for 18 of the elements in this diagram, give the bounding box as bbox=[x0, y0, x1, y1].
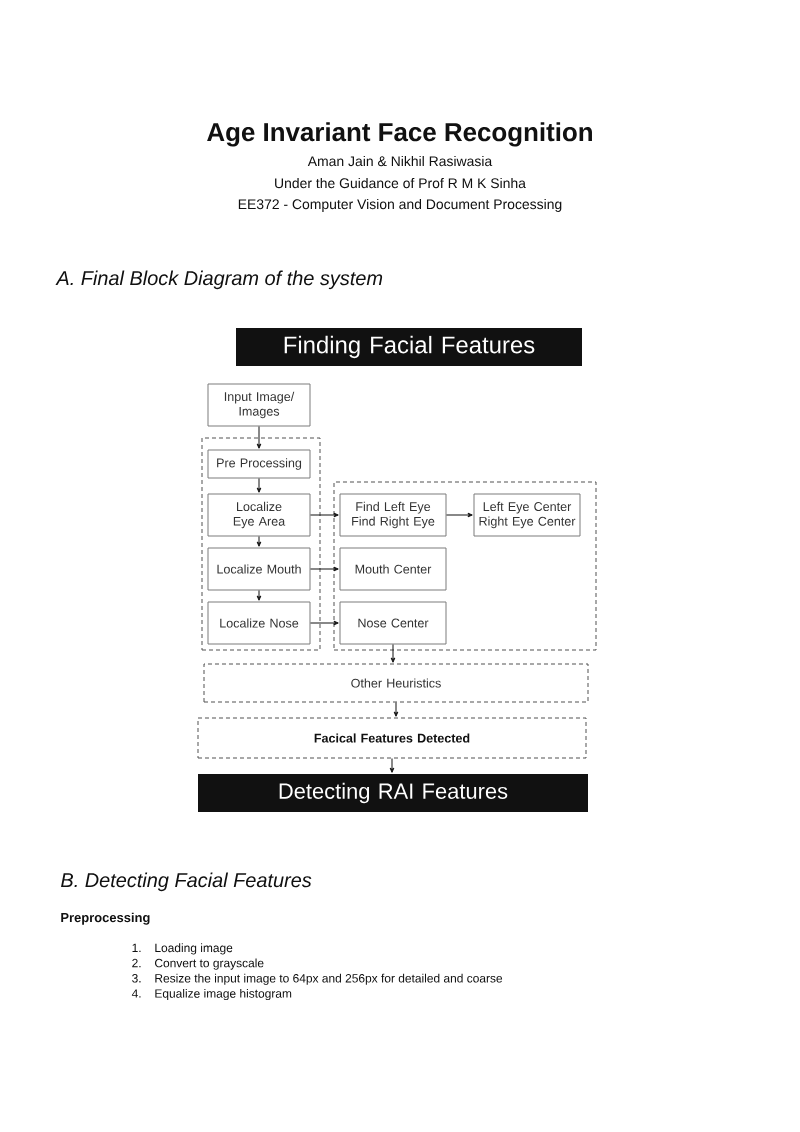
arrow bbox=[256, 590, 262, 601]
arrow bbox=[310, 512, 339, 518]
arrow bbox=[256, 478, 262, 493]
arrow bbox=[310, 566, 339, 572]
heading-band: Detecting RAI Features bbox=[198, 774, 588, 812]
arrow bbox=[310, 620, 339, 626]
section-heading: A. Final Block Diagram of the system bbox=[55, 270, 383, 290]
arrow bbox=[390, 644, 396, 663]
arrow bbox=[256, 536, 262, 547]
dashed-group-box bbox=[333, 481, 597, 651]
title: Age Invariant Face Recognition bbox=[207, 122, 592, 147]
arrow bbox=[256, 426, 262, 449]
section-heading: B. Detecting Facial Features bbox=[61, 872, 312, 892]
arrow bbox=[446, 512, 473, 518]
arrow bbox=[389, 758, 395, 773]
arrow bbox=[393, 702, 399, 717]
heading-band: Finding Facial Features bbox=[236, 328, 582, 366]
dashed-group-box bbox=[201, 437, 321, 651]
